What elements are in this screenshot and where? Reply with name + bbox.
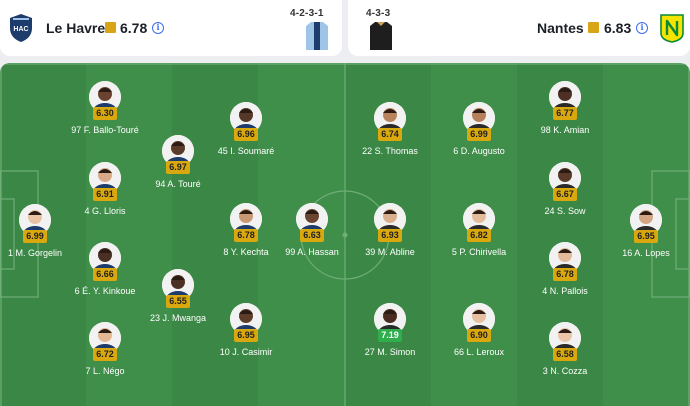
player-amian[interactable]: 6.77 98 K. Amian: [520, 81, 610, 147]
player-rating: 6.97: [166, 161, 190, 174]
player-rating: 6.90: [467, 329, 491, 342]
player-mwanga[interactable]: 6.55 23 J. Mwanga: [133, 269, 223, 335]
player-name: 5 P. Chirivella: [451, 247, 507, 257]
player-kechta[interactable]: 6.78 8 Y. Kechta: [201, 203, 291, 269]
player-name: 24 S. Sow: [544, 206, 586, 216]
away-jersey-icon: [370, 22, 392, 50]
home-team-rating: 6.78: [120, 20, 148, 36]
player-name: 66 L. Leroux: [453, 347, 505, 357]
player-cozza[interactable]: 6.58 3 N. Cozza: [520, 322, 610, 388]
player-name: 6 D. Augusto: [453, 146, 505, 156]
player-rating: 6.66: [93, 268, 117, 281]
player-name: 45 I. Soumaré: [217, 146, 275, 156]
player-rating: 6.93: [378, 229, 402, 242]
player-thomas[interactable]: 6.74 22 S. Thomas: [345, 102, 435, 168]
player-name: 23 J. Mwanga: [149, 313, 207, 323]
player-rating: 6.78: [553, 268, 577, 281]
player-name: 98 K. Amian: [540, 125, 590, 135]
away-team-name[interactable]: Nantes: [537, 20, 584, 36]
player-name: 8 Y. Kechta: [223, 247, 269, 257]
player-name: 6 É. Y. Kinkoue: [74, 286, 136, 296]
info-icon[interactable]: i: [636, 22, 648, 34]
nantes-crest-icon: [660, 14, 684, 43]
home-rating-marker: [105, 22, 116, 33]
player-name: 4 G. Lloris: [84, 206, 126, 216]
player-name: 22 S. Thomas: [362, 146, 418, 156]
player-sow[interactable]: 6.67 24 S. Sow: [520, 162, 610, 228]
player-rating: 6.30: [93, 107, 117, 120]
player-name: 3 N. Cozza: [542, 366, 588, 376]
player-leroux[interactable]: 6.90 66 L. Leroux: [434, 303, 524, 369]
player-abline[interactable]: 6.93 39 M. Abline: [345, 203, 435, 269]
player-rating: 6.58: [553, 348, 577, 361]
player-chirivella[interactable]: 6.82 5 P. Chirivella: [434, 203, 524, 269]
player-name: 27 M. Simon: [364, 347, 416, 357]
player-lopes[interactable]: 6.95 16 A. Lopes: [601, 204, 690, 270]
player-name: 99 A. Hassan: [285, 247, 339, 257]
player-rating: 6.99: [467, 128, 491, 141]
player-rating: 6.77: [553, 107, 577, 120]
player-name: 1 M. Gorgelin: [7, 248, 63, 258]
home-jersey-icon: [306, 22, 328, 50]
player-rating: 6.96: [234, 128, 258, 141]
player-rating: 6.63: [300, 229, 324, 242]
player-rating: 6.99: [23, 230, 47, 243]
player-rating: 6.67: [553, 188, 577, 201]
player-name: 97 F. Ballo-Touré: [71, 125, 139, 135]
away-team-rating: 6.83: [604, 20, 632, 36]
player-simon[interactable]: 7.19 27 M. Simon: [345, 303, 435, 369]
player-ballo-toure[interactable]: 6.30 97 F. Ballo-Touré: [60, 81, 150, 147]
player-casimir[interactable]: 6.95 10 J. Casimir: [201, 303, 291, 369]
player-gorgelin[interactable]: 6.99 1 M. Gorgelin: [0, 204, 80, 270]
player-rating: 6.95: [234, 329, 258, 342]
away-rating-marker: [588, 22, 599, 33]
player-rating: 7.19: [378, 329, 402, 342]
player-name: 10 J. Casimir: [219, 347, 273, 357]
le-havre-crest-icon: HAC: [10, 14, 32, 42]
home-team-name[interactable]: Le Havre: [46, 20, 106, 36]
player-pallois[interactable]: 6.78 4 N. Pallois: [520, 242, 610, 308]
player-photo: [549, 242, 581, 274]
player-rating: 6.74: [378, 128, 402, 141]
player-lloris[interactable]: 6.91 4 G. Lloris: [60, 162, 150, 228]
player-kinkoue[interactable]: 6.66 6 É. Y. Kinkoue: [60, 242, 150, 308]
player-rating: 6.82: [467, 229, 491, 242]
player-hassan[interactable]: 6.63 99 A. Hassan: [267, 203, 357, 269]
away-team-header[interactable]: 4-3-3 Nantes 6.83 i: [348, 0, 690, 56]
home-team-header[interactable]: HAC Le Havre 6.78 i 4-2-3-1: [0, 0, 342, 56]
info-icon[interactable]: i: [152, 22, 164, 34]
player-rating: 6.95: [634, 230, 658, 243]
player-rating: 6.91: [93, 188, 117, 201]
player-name: 39 M. Abline: [365, 247, 415, 257]
away-formation: 4-3-3: [366, 8, 391, 19]
player-rating: 6.78: [234, 229, 258, 242]
player-augusto[interactable]: 6.99 6 D. Augusto: [434, 102, 524, 168]
player-name: 94 A. Touré: [155, 179, 201, 189]
player-rating: 6.72: [93, 348, 117, 361]
home-formation: 4-2-3-1: [290, 8, 324, 19]
player-name: 16 A. Lopes: [622, 248, 670, 258]
svg-text:HAC: HAC: [13, 26, 28, 33]
player-nego[interactable]: 6.72 7 L. Négo: [60, 322, 150, 388]
player-rating: 6.55: [166, 295, 190, 308]
player-toure[interactable]: 6.97 94 A. Touré: [133, 135, 223, 201]
player-name: 4 N. Pallois: [542, 286, 588, 296]
player-soumare[interactable]: 6.96 45 I. Soumaré: [201, 102, 291, 168]
player-name: 7 L. Négo: [85, 366, 125, 376]
